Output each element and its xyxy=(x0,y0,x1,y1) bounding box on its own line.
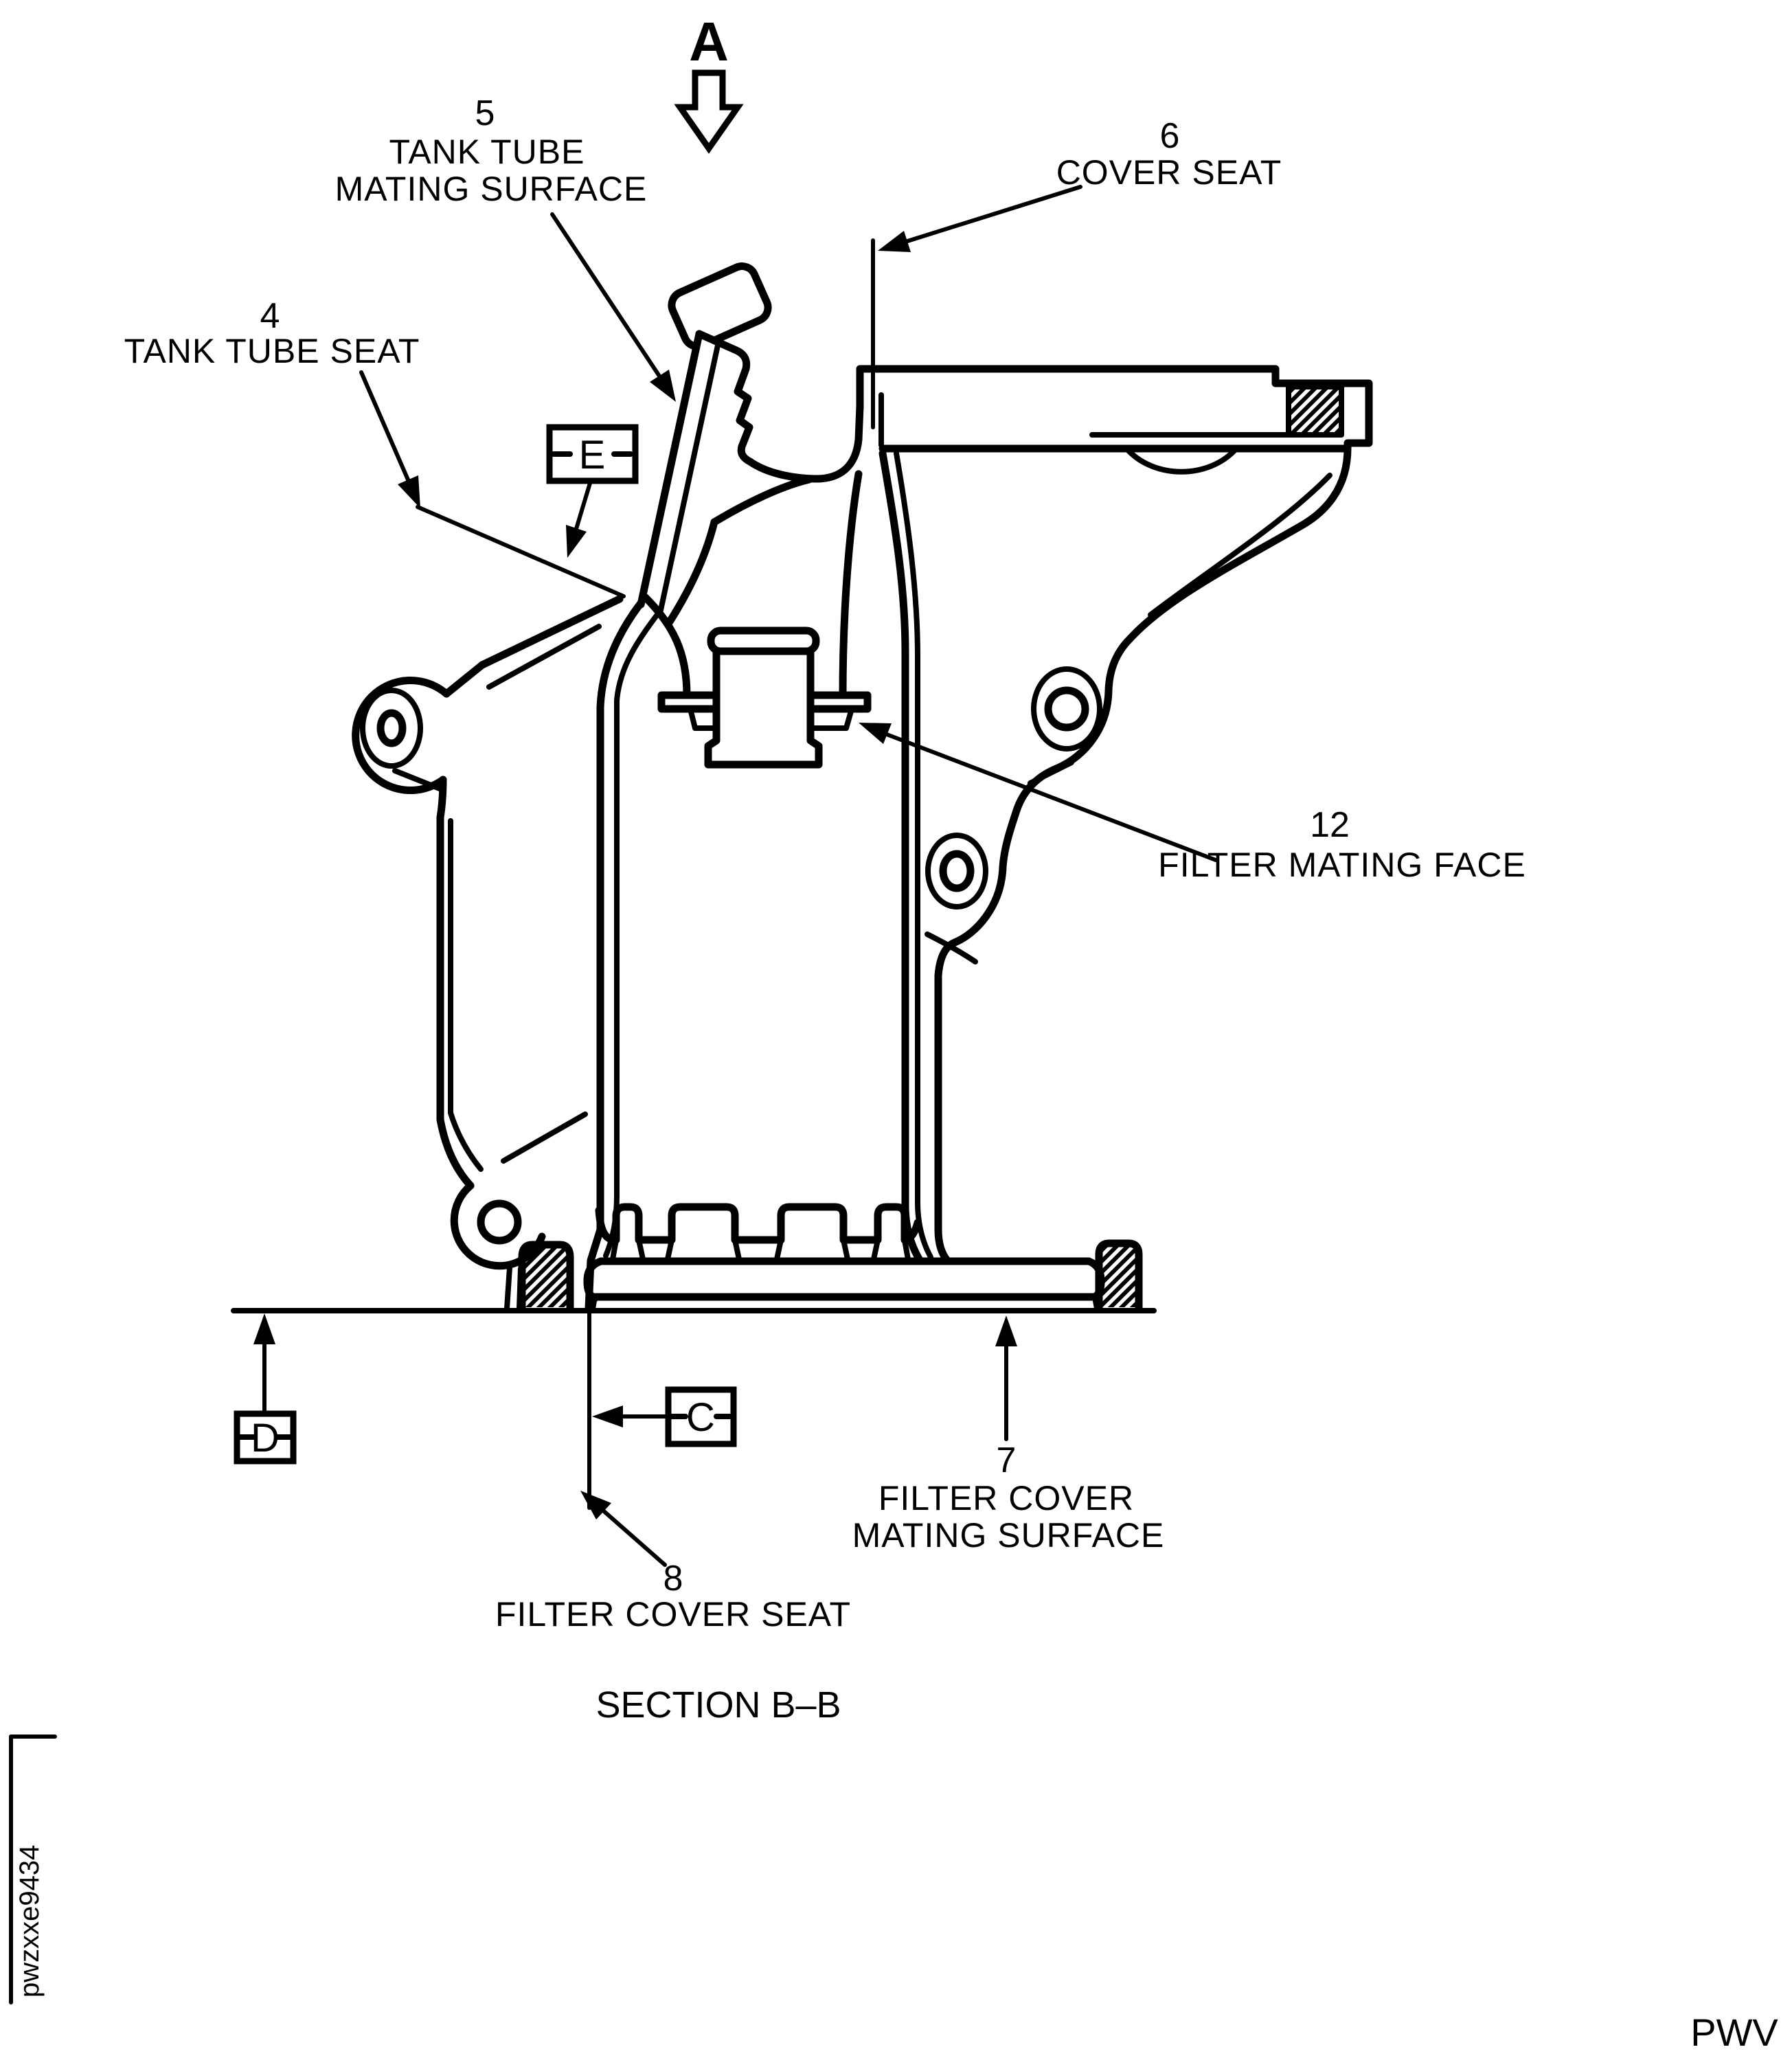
side-registration-code: pwzxxe9434 xyxy=(9,1735,57,2004)
center-stud-boss xyxy=(657,626,872,769)
tank-tube xyxy=(637,330,758,622)
arrowhead-icon xyxy=(253,1313,275,1344)
leader-line xyxy=(359,370,411,485)
castellated-rim xyxy=(595,1203,922,1262)
side-code-text: pwzxxe9434 xyxy=(14,1845,45,1998)
upper-left-lug-boss xyxy=(360,688,423,769)
arrowhead-icon xyxy=(592,1405,623,1427)
arrowhead-icon xyxy=(859,723,892,744)
top-saddle xyxy=(666,403,864,626)
threaded-hole-top xyxy=(1286,384,1344,438)
callout-tank-tube-mating-surface: 5 TANK TUBE MATING SURFACE xyxy=(335,93,676,402)
threaded-boss-bottom-right xyxy=(1095,1239,1143,1313)
callout-label: COVER SEAT xyxy=(1056,153,1282,192)
view-direction-arrow-icon xyxy=(674,69,744,154)
datum-e: E xyxy=(546,424,639,558)
interior-throat xyxy=(642,470,863,699)
upper-right-lug-boss xyxy=(1031,666,1102,752)
upper-left-lug-join xyxy=(442,661,486,698)
bottom-left-lug-hole xyxy=(477,1199,522,1245)
view-letter: A xyxy=(689,11,729,72)
datum-letter: E xyxy=(579,433,606,477)
upper-left-lug-hole xyxy=(376,709,407,747)
cover-flange xyxy=(856,365,1373,475)
boss-cap-band xyxy=(707,626,820,655)
arrowhead-icon xyxy=(995,1315,1017,1346)
lower-right-lug-boss xyxy=(925,833,988,910)
callout-label: FILTER MATING FACE xyxy=(1158,846,1526,884)
datum-letter: C xyxy=(686,1395,715,1440)
leader-line xyxy=(903,185,1082,244)
datum-c: C xyxy=(592,1386,737,1447)
upper-right-lug-hole xyxy=(1044,686,1089,732)
callout-filter-cover-mating-surface: 7 FILTER COVER MATING SURFACE xyxy=(852,1315,1165,1555)
leader-line xyxy=(879,730,1218,862)
tank-tube-seat-line xyxy=(416,505,626,598)
leader-line xyxy=(550,212,664,381)
arrowhead-icon xyxy=(878,231,911,252)
callout-label: FILTER COVER SEAT xyxy=(495,1595,851,1634)
arrowhead-icon xyxy=(580,1491,611,1520)
left-cavity-wall xyxy=(585,599,664,1313)
threaded-boss-bottom-left xyxy=(518,1241,574,1313)
left-wall-inner xyxy=(448,818,484,1172)
callout-filter-cover-seat: 8 FILTER COVER SEAT xyxy=(495,1491,851,1634)
boss-body xyxy=(704,646,823,769)
lower-right-lug-hole xyxy=(939,850,975,892)
tank-tube-stepped-edge xyxy=(734,365,754,466)
callout-number: 7 xyxy=(997,1441,1017,1480)
filter-mating-left-tab xyxy=(657,691,721,731)
leader-line xyxy=(574,479,593,533)
callout-label: FILTER COVER xyxy=(878,1479,1134,1517)
right-gusset-upper xyxy=(1028,760,1074,786)
left-bracket-top-inner xyxy=(486,624,602,690)
callout-label: MATING SURFACE xyxy=(852,1516,1165,1555)
tab-feet xyxy=(610,1237,911,1262)
tank-tube-mating-pad-line xyxy=(658,339,721,613)
view-direction-a: A xyxy=(674,11,744,154)
callout-number: 6 xyxy=(1160,116,1180,156)
arrowhead-icon xyxy=(566,525,587,558)
callout-tank-tube-seat: 4 TANK TUBE SEAT xyxy=(124,296,420,508)
right-gusset-lower xyxy=(925,931,978,964)
leader-line xyxy=(600,1508,667,1567)
callout-label: TANK TUBE xyxy=(389,133,585,171)
left-gusset xyxy=(392,768,442,791)
tank-tube-end-cap xyxy=(668,262,772,350)
upper-left-lug-lobe xyxy=(352,677,451,795)
footer-right-code: PWV xyxy=(1690,2011,1778,2054)
left-bracket-wall xyxy=(352,595,624,1311)
callout-label: MATING SURFACE xyxy=(335,170,648,208)
datum-d: D xyxy=(234,1313,297,1465)
arrowhead-icon xyxy=(650,370,676,402)
tank-tube-outer-edge xyxy=(637,330,703,609)
datum-frame xyxy=(546,424,639,484)
filter-mating-right-tab xyxy=(806,691,872,731)
left-bracket-top-edge xyxy=(478,595,624,669)
section-caption: SECTION B–B xyxy=(596,1684,841,1726)
right-cavity-wall xyxy=(878,449,933,1265)
oil-filter-housing-section xyxy=(352,262,1373,1313)
callout-cover-seat: 6 COVER SEAT xyxy=(878,116,1282,252)
callout-number: 4 xyxy=(260,296,280,336)
left-diagonal-brace xyxy=(501,1111,588,1164)
callout-number: 5 xyxy=(475,93,495,133)
right-wall-inner-line xyxy=(1148,473,1332,618)
callout-filter-mating-face: 12 FILTER MATING FACE xyxy=(859,723,1526,884)
callout-number: 12 xyxy=(1310,805,1350,845)
arrowhead-icon xyxy=(398,475,420,508)
callout-label: TANK TUBE SEAT xyxy=(124,332,420,370)
flange-relief-dip xyxy=(1124,446,1239,475)
bottom-cover-flange xyxy=(583,1257,1105,1311)
left-wall-outer xyxy=(436,776,475,1190)
flange-top-profile xyxy=(856,365,1373,453)
right-bracket-wall xyxy=(925,444,1352,1265)
